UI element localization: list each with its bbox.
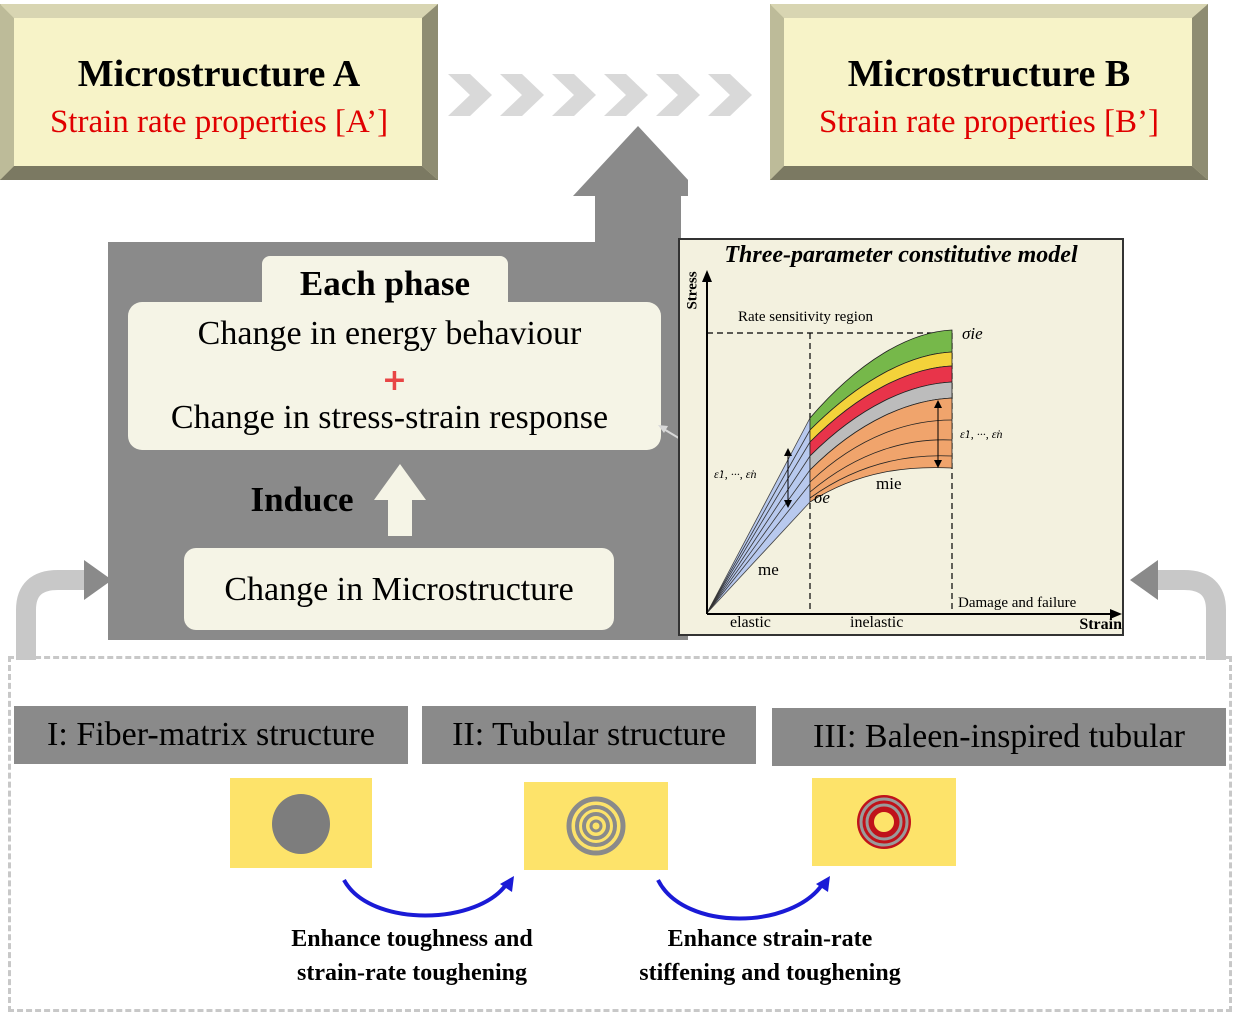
elastic-label: elastic: [730, 614, 771, 631]
microstructure-b-subtitle: Strain rate properties [B’]: [819, 104, 1159, 140]
microstructure-change-box: [184, 548, 614, 630]
concentric-tube-icon: [566, 796, 626, 856]
energy-behaviour-text: Change in energy behaviour: [197, 315, 582, 352]
sigma-ie-label: σie: [962, 324, 983, 343]
stress-strain-text: Change in stress-strain response: [170, 399, 609, 436]
structure-label-baleen: III: Baleen-inspired tubular: [772, 708, 1226, 766]
rates-left-label: ε̇1, ···, ε̇n: [714, 467, 757, 481]
microstructure-b-box: Microstructure B Strain rate properties …: [770, 4, 1208, 180]
rate-region-label: Rate sensitivity region: [738, 309, 873, 325]
box-b-bevel: [770, 4, 1208, 180]
phase-card: [128, 302, 661, 450]
note-1-line-2: strain-rate toughening: [297, 960, 527, 986]
inelastic-label: inelastic: [850, 614, 904, 631]
rates-right-label: ε̇1, ···, ε̇n: [960, 427, 1003, 441]
induce-label: Induce: [250, 480, 354, 519]
note-2-line-2: stiffening and toughening: [639, 960, 901, 986]
enhance-arrow-2-icon: [656, 876, 830, 921]
induce-up-arrow-icon: [374, 464, 426, 536]
plus-icon: +: [381, 363, 408, 398]
structure-label-fiber-matrix: I: Fiber-matrix structure: [14, 706, 408, 764]
baleen-specimen: [812, 778, 956, 866]
right-curved-arrow-icon: [1130, 560, 1226, 660]
microstructure-b-title: Microstructure B: [847, 53, 1131, 95]
microstructure-a-title: Microstructure A: [77, 53, 361, 95]
phase-header: Each phase: [299, 264, 471, 303]
baleen-tube-icon: [857, 795, 911, 849]
strain-axis-label: Strain: [1079, 616, 1122, 633]
stress-axis-label: Stress: [684, 271, 701, 310]
tubular-specimen: [524, 782, 668, 870]
box-a-bevel: [0, 4, 438, 180]
chevron-arrows-icon: [448, 74, 752, 116]
enhance-arrow-1-icon: [342, 876, 514, 918]
solid-fiber-icon: [272, 794, 330, 854]
left-curved-arrow-icon: [16, 560, 112, 660]
phase-header-tab: [262, 256, 508, 316]
structures-region: [8, 656, 1232, 1012]
m-ie-label: mie: [876, 474, 902, 493]
m-e-label: me: [758, 560, 779, 579]
structure-label-tubular: II: Tubular structure: [422, 706, 756, 764]
damage-failure-label: Damage and failure: [958, 595, 1077, 611]
microstructure-a-subtitle: Strain rate properties [A’]: [49, 104, 389, 140]
sigma-e-label: σe: [814, 488, 830, 507]
model-title: Three-parameter constitutive model: [724, 242, 1078, 268]
fiber-matrix-specimen: [230, 778, 372, 868]
microstructure-a-box: Microstructure A Strain rate properties …: [0, 4, 438, 180]
microstructure-change-text: Change in Microstructure: [224, 571, 574, 608]
model-chart: [702, 270, 1122, 619]
note-1-line-1: Enhance toughness and: [291, 926, 533, 952]
note-2-line-1: Enhance strain-rate: [667, 926, 873, 952]
